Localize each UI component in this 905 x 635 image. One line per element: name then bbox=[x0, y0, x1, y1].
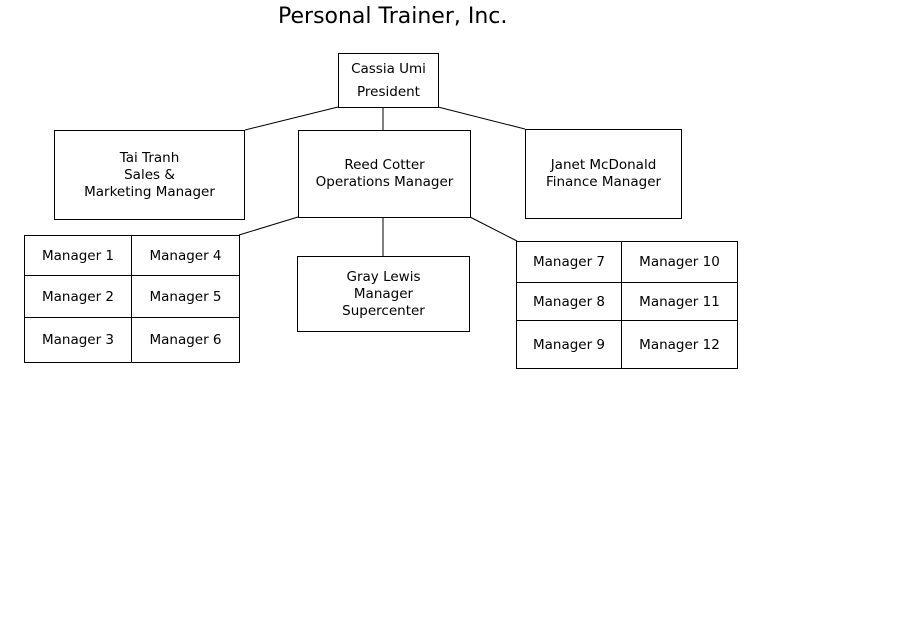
sales-manager-box: Tai Tranh Sales & Marketing Manager bbox=[54, 130, 245, 220]
president-box: Cassia Umi President bbox=[338, 53, 439, 108]
finance-manager-box: Janet McDonald Finance Manager bbox=[525, 129, 682, 219]
manager-cell: Manager 11 bbox=[622, 283, 737, 321]
manager-cell: Manager 10 bbox=[622, 242, 737, 283]
supercenter-manager-name: Gray Lewis bbox=[346, 268, 421, 285]
manager-cell: Manager 5 bbox=[132, 276, 239, 318]
diagram-title: Personal Trainer, Inc. bbox=[278, 4, 508, 29]
operations-manager-box: Reed Cotter Operations Manager bbox=[298, 130, 471, 218]
connector-president-sales bbox=[244, 106, 339, 131]
connector-president-finance bbox=[437, 106, 526, 130]
manager-cell: Manager 2 bbox=[25, 276, 132, 318]
finance-managers-table: Manager 7 Manager 10 Manager 8 Manager 1… bbox=[516, 241, 738, 369]
manager-cell: Manager 8 bbox=[517, 283, 622, 321]
sales-managers-table: Manager 1 Manager 4 Manager 2 Manager 5 … bbox=[24, 235, 240, 363]
manager-cell: Manager 6 bbox=[149, 332, 222, 348]
manager-cell: Manager 3 bbox=[25, 318, 132, 362]
sales-manager-role-line2: Marketing Manager bbox=[84, 183, 215, 200]
manager-cell: Manager 1 bbox=[25, 236, 132, 276]
sales-manager-name: Tai Tranh bbox=[119, 149, 180, 166]
operations-manager-role: Operations Manager bbox=[315, 174, 454, 190]
president-role: President bbox=[357, 83, 420, 100]
supercenter-manager-role-line1: Manager bbox=[353, 285, 414, 302]
finance-manager-role: Finance Manager bbox=[545, 174, 662, 190]
supercenter-manager-box: Gray Lewis Manager Supercenter bbox=[297, 256, 470, 332]
manager-cell: Manager 7 bbox=[517, 242, 622, 283]
connector-operations-finance-managers bbox=[469, 216, 518, 242]
sales-manager-role-line1: Sales & bbox=[124, 166, 175, 183]
manager-cell: Manager 4 bbox=[132, 236, 239, 276]
supercenter-manager-role-line2: Supercenter bbox=[342, 302, 425, 319]
connector-operations-sales-managers bbox=[238, 216, 299, 236]
operations-manager-name: Reed Cotter bbox=[344, 157, 425, 173]
finance-manager-name: Janet McDonald bbox=[550, 157, 657, 173]
manager-cell: Manager 9 bbox=[517, 321, 622, 368]
manager-cell: Manager 12 bbox=[639, 336, 720, 353]
president-name: Cassia Umi bbox=[351, 60, 426, 77]
